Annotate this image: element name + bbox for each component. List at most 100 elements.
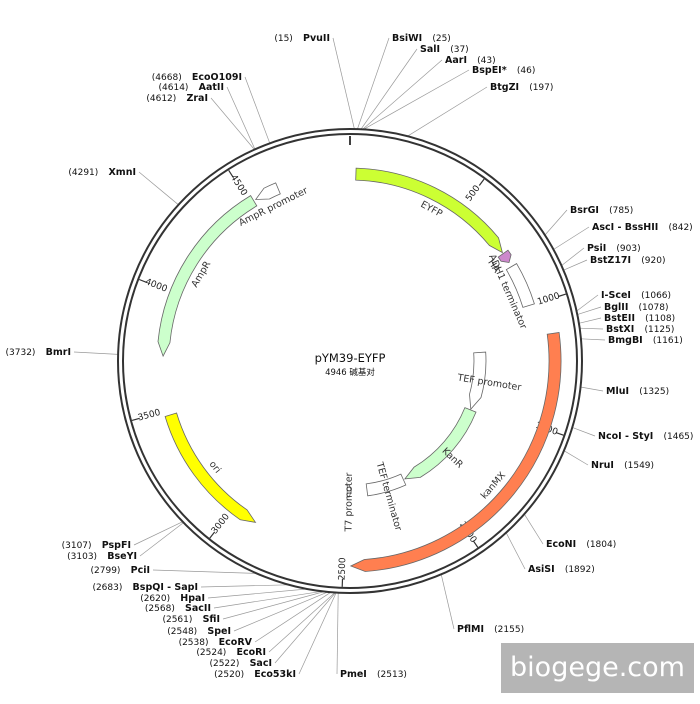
site-label-17: NruI (1549) — [591, 453, 654, 472]
feature-tef-terminator-label: TEF terminator — [373, 460, 403, 532]
site-leader-14 — [581, 339, 605, 340]
site-name: NruI — [591, 460, 614, 471]
site-label-5: BtgZI (197) — [490, 75, 553, 94]
watermark: biogege.com — [501, 643, 694, 693]
tick-mark-0 — [479, 179, 484, 185]
site-label-20: PflMI (2155) — [457, 617, 524, 636]
feature-ampr-promoter-arrow — [256, 183, 281, 200]
site-leader-31 — [153, 570, 257, 573]
site-leader-37 — [227, 87, 255, 149]
site-leader-4 — [364, 70, 470, 129]
site-name: PspFI — [102, 540, 131, 551]
site-position: (4668) — [152, 73, 182, 83]
site-label-30: (2683) BspQI - SapI — [92, 575, 198, 594]
site-leader-38 — [245, 77, 270, 143]
site-position: (2799) — [91, 566, 121, 576]
site-name: BseYI — [107, 551, 137, 562]
site-position: (2683) — [92, 583, 122, 593]
feature-ori-label: ori — [207, 459, 223, 476]
site-leader-24 — [269, 593, 335, 653]
site-position: (197) — [529, 83, 553, 93]
site-leader-19 — [506, 533, 525, 569]
site-position: (2568) — [145, 604, 175, 614]
site-position: (2548) — [167, 627, 197, 637]
plasmid-name: pYM39-EYFP — [315, 351, 386, 365]
site-position: (1161) — [653, 336, 683, 346]
feature-kanr: KanR — [405, 408, 476, 479]
site-label-38: (4668) EcoO109I — [152, 65, 242, 84]
site-label-34: (3732) BmrI — [6, 340, 71, 359]
site-position: (1804) — [586, 540, 616, 550]
site-leader-18 — [524, 514, 543, 544]
site-leader-30 — [201, 585, 289, 587]
feature-eyfp: EYFP — [356, 168, 503, 253]
site-position: (785) — [609, 206, 633, 216]
site-name: AscI - BssHII — [592, 222, 658, 233]
site-leader-1 — [357, 38, 389, 129]
site-leader-21 — [337, 593, 338, 674]
site-name: BstZ17I — [590, 255, 631, 266]
site-name: EcoNI — [546, 539, 576, 550]
site-name: BtgZI — [490, 82, 519, 93]
site-name: SfiI — [203, 614, 220, 625]
site-leader-29 — [208, 589, 307, 598]
tick-label-1: 1000 — [536, 291, 561, 307]
site-name: BstEII — [604, 313, 635, 324]
site-label-33: (3107) PspFI — [62, 533, 131, 552]
site-leader-0 — [333, 38, 354, 129]
site-name: PsiI — [587, 243, 606, 254]
site-name: SalI — [420, 44, 440, 55]
site-name: EcoRI — [237, 647, 267, 658]
site-name: AsiSI — [528, 564, 555, 575]
site-name: BspEI* — [472, 65, 507, 76]
feature-tef-terminator: TEF terminator — [366, 460, 406, 532]
site-name: BstXI — [606, 324, 634, 335]
site-name: PflMI — [457, 624, 484, 635]
site-position: (2561) — [162, 615, 192, 625]
plasmid-size: 4946 碱基对 — [325, 367, 375, 378]
site-name: PmeI — [340, 669, 367, 680]
site-leader-12 — [579, 318, 601, 323]
site-position: (2524) — [196, 648, 226, 658]
site-name: BsiWI — [392, 33, 422, 44]
site-leader-20 — [441, 574, 454, 629]
site-position: (2522) — [209, 659, 239, 669]
site-leader-28 — [214, 591, 322, 608]
site-name: XmnI — [108, 167, 136, 178]
site-position: (2513) — [377, 670, 407, 680]
site-leader-13 — [580, 328, 603, 329]
site-name: Eco53kI — [254, 669, 296, 680]
site-name: SacII — [185, 603, 211, 614]
site-position: (3107) — [62, 541, 92, 551]
site-position: (1892) — [565, 565, 595, 575]
site-position: (3103) — [67, 552, 97, 562]
site-position: (37) — [450, 45, 468, 55]
site-position: (4612) — [146, 94, 176, 104]
site-name: HpaI — [180, 593, 205, 604]
site-name: BmrI — [46, 347, 71, 358]
tick-label-6: 3500 — [137, 408, 162, 424]
site-leader-36 — [211, 98, 255, 150]
site-name: PvuII — [303, 33, 330, 44]
site-position: (1325) — [639, 387, 669, 397]
site-label-15: MluI (1325) — [606, 379, 669, 398]
site-label-35: (4291) XmnI — [68, 160, 136, 179]
site-leader-35 — [139, 172, 179, 205]
feature-kanmx: kanMX — [351, 333, 561, 572]
site-name: BspQI - SapI — [133, 582, 198, 593]
site-position: (1465) — [663, 432, 693, 442]
feature-tef-promoter-label: TEF promoter — [456, 372, 522, 393]
feature-t7-promoter-label: T7 promoter — [344, 472, 355, 532]
site-leader-23 — [275, 593, 336, 663]
site-position: (2520) — [214, 670, 244, 680]
site-name: NcoI - StyI — [598, 431, 653, 442]
site-position: (2620) — [140, 594, 170, 604]
site-position: (1108) — [645, 314, 675, 324]
tick-label-4: 2500 — [338, 557, 349, 581]
site-position: (842) — [668, 223, 692, 233]
site-name: SpeI — [207, 626, 231, 637]
tick-label-5: 3000 — [210, 512, 232, 536]
feature-tef-promoter: TEF promoter — [456, 352, 522, 409]
